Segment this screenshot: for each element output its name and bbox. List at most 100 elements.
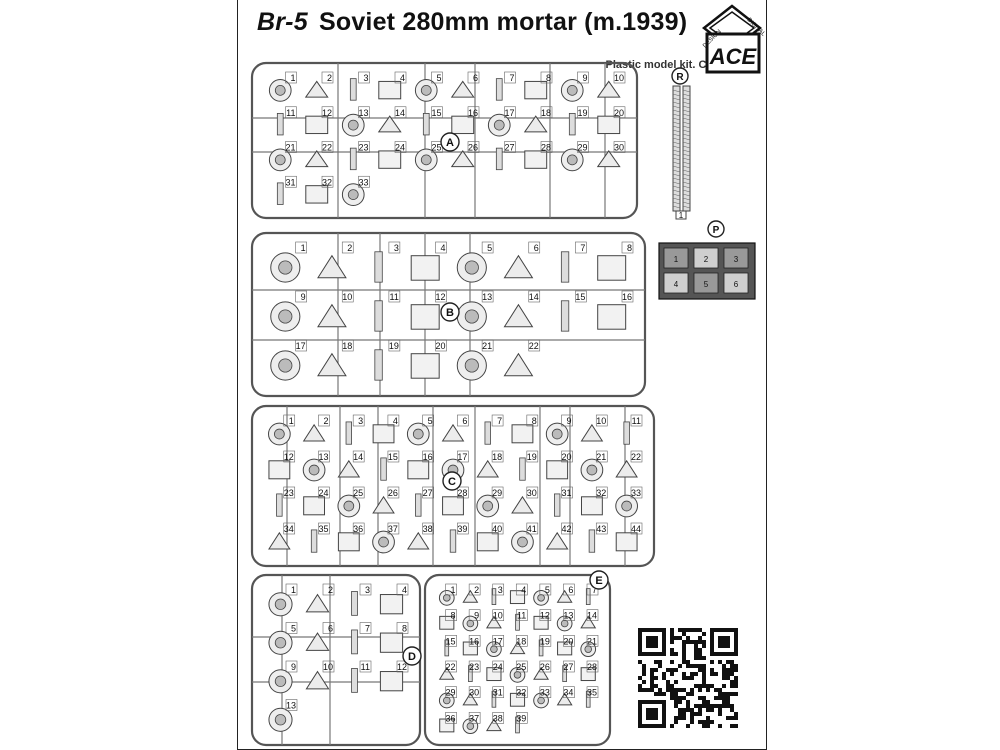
part-shape [349, 147, 357, 171]
part-a-25: 25 [414, 141, 443, 172]
part-number-box [561, 450, 573, 463]
part-shape [485, 718, 502, 732]
part-c-27: 27 [415, 486, 434, 517]
part-number: 44 [631, 524, 641, 534]
part-number-box [595, 414, 608, 427]
part-number-box [613, 106, 626, 119]
part-d-3: 3 [351, 583, 372, 616]
part-shape [374, 300, 383, 332]
qr-module [702, 656, 706, 660]
qr-module [682, 660, 686, 664]
part-number-box [563, 660, 575, 673]
qr-module [682, 708, 686, 712]
part-number-box [445, 686, 457, 698]
part-number-box [352, 450, 365, 463]
qr-module [722, 700, 726, 704]
part-number-box [457, 414, 469, 427]
part-e-35: 35 [585, 686, 599, 708]
part-number: 3 [365, 585, 370, 595]
qr-module [642, 672, 646, 676]
part-number: 37 [469, 713, 479, 723]
qr-module [666, 680, 670, 684]
rod-thread [672, 93, 681, 97]
qr-module [734, 684, 738, 688]
part-shape [345, 421, 352, 445]
part-shape [538, 639, 544, 657]
qr-module [702, 664, 706, 668]
qr-module [698, 656, 702, 660]
part-number-box [468, 686, 481, 698]
part-number: 43 [596, 524, 606, 534]
part-number: 7 [592, 585, 597, 595]
part-number-box [515, 583, 528, 596]
sprue-letter-badge [440, 132, 460, 152]
part-number-box [422, 414, 434, 427]
part-c-12: 12 [268, 450, 296, 480]
part-number: 15 [388, 452, 398, 462]
sprue-letter-badge [707, 220, 725, 238]
part-number-box [540, 71, 553, 84]
sprue-letter: A [446, 137, 454, 149]
part-number: 22 [322, 143, 332, 153]
part-number-box [575, 241, 587, 254]
part-number: 8 [532, 416, 537, 426]
part-number: 24 [318, 488, 328, 498]
part-number-box [467, 141, 480, 153]
part-shape [580, 615, 597, 629]
part-c-16: 16 [407, 450, 434, 480]
part-number: 23 [284, 488, 294, 498]
rod-thread [682, 145, 691, 149]
part-number: 27 [504, 143, 514, 153]
part-number-box [295, 290, 307, 303]
part-b-14: 14 [503, 290, 541, 328]
part-b-1: 1 [270, 241, 307, 283]
part-shape [372, 424, 395, 444]
part-number-box [358, 175, 370, 188]
rod-thread [682, 205, 691, 209]
part-e-16: 16 [462, 635, 481, 656]
part-number-box [322, 583, 335, 596]
logo-text: ACE [709, 44, 758, 69]
part-number: 22 [631, 452, 641, 462]
part-number-box [341, 241, 354, 254]
part-a-12: 12 [305, 106, 334, 135]
rod-thread [682, 101, 691, 105]
rod-thread [682, 121, 691, 125]
part-e-37: 37 [462, 712, 481, 735]
part-number: 41 [527, 524, 537, 534]
part-number: 6 [462, 416, 467, 426]
part-number: 8 [402, 624, 407, 634]
part-number-box [318, 414, 330, 427]
part-shape [305, 632, 330, 651]
qr-module [718, 712, 722, 716]
part-number: 2 [323, 416, 328, 426]
part-shape [351, 668, 358, 693]
rod-thread [672, 185, 681, 189]
part-shape [439, 718, 455, 733]
part-e-4: 4 [509, 583, 528, 605]
part-number-box [621, 290, 634, 303]
part-number: 3 [363, 73, 368, 83]
sprue-letter-badge [589, 570, 609, 590]
qr-module [686, 724, 690, 728]
part-a-24: 24 [378, 141, 407, 169]
qr-module [726, 660, 730, 664]
part-a-5: 5 [414, 71, 443, 102]
part-number-box [586, 635, 599, 647]
part-e-1: 1 [438, 583, 457, 606]
qr-module [682, 628, 686, 632]
part-d-12: 12 [379, 660, 409, 692]
qr-module [682, 648, 686, 652]
qr-finder-core [646, 708, 658, 720]
rod-thread [682, 149, 691, 153]
part-number: 26 [388, 488, 398, 498]
part-shape [302, 423, 326, 442]
qr-module [654, 668, 658, 672]
part-hub [343, 500, 355, 512]
part-d-4: 4 [379, 583, 409, 615]
part-b-7: 7 [560, 241, 587, 283]
sprue-letter: C [448, 476, 456, 488]
part-number: 16 [469, 636, 479, 646]
part-c-4: 4 [372, 414, 400, 444]
qr-module [734, 692, 738, 696]
